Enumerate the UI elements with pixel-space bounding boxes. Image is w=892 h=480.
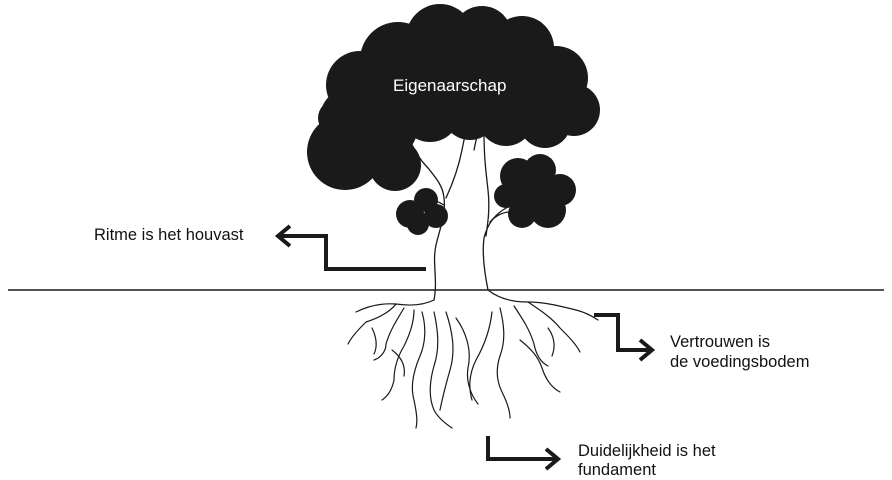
right-arrow-icon [594, 315, 652, 360]
bottom-arrow-icon [488, 436, 558, 469]
callout-bottom-line2: fundament [578, 461, 656, 480]
crown-label: Eigenaarschap [393, 76, 506, 96]
callout-left-label: Ritme is het houvast [94, 226, 243, 245]
left-arrow-icon [278, 226, 426, 269]
tree-canopy [307, 4, 600, 235]
tree-roots [348, 290, 598, 428]
callout-right-line1: Vertrouwen is [670, 333, 770, 352]
callout-bottom-line1: Duidelijkheid is het [578, 442, 716, 461]
callout-right-line2: de voedingsbodem [670, 353, 809, 372]
